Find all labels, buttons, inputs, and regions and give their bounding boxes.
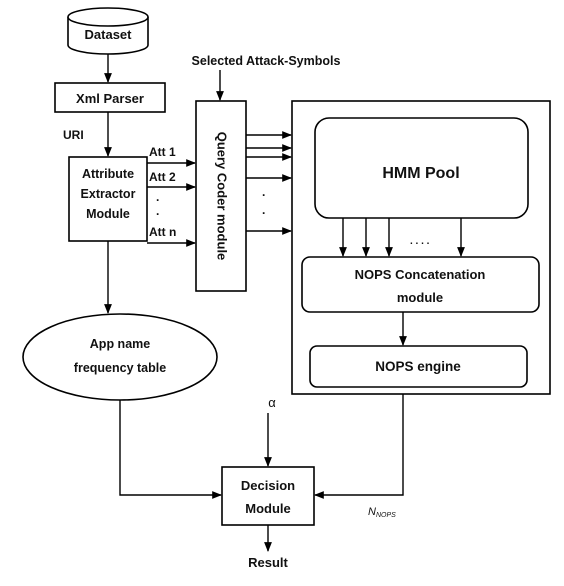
hmm-pool-label: HMM Pool: [382, 165, 459, 182]
qc-dot-1: .: [262, 185, 265, 199]
dataset-node: Dataset: [67, 7, 149, 55]
app-name-line2: frequency table: [74, 361, 166, 375]
app-name-line1: App name: [90, 337, 150, 351]
att-dot-1: .: [156, 190, 159, 204]
n-nops-sub: NOPS: [376, 512, 396, 519]
att1-label: Att 1: [149, 145, 176, 159]
decision-line1: Decision: [241, 478, 295, 493]
nops-concatenation-node: NOPS Concatenation module: [301, 256, 540, 313]
qc-dot-2: .: [262, 203, 265, 217]
decision-line2: Module: [245, 501, 291, 516]
attribute-extractor-line3: Module: [86, 207, 130, 221]
query-coder-label: Query Coder module: [215, 132, 230, 261]
alpha-label: α: [268, 395, 276, 410]
dataset-label: Dataset: [85, 27, 133, 42]
nops-engine-label: NOPS engine: [375, 359, 461, 374]
connectors: [104, 54, 465, 552]
xml-parser-node: Xml Parser: [54, 82, 166, 113]
attribute-extractor-line2: Extractor: [81, 187, 136, 201]
hmm-arrows-dots: . . . .: [410, 236, 430, 247]
selected-attack-symbols-label: Selected Attack-Symbols: [192, 54, 341, 68]
app-name-frequency-table-node: App name frequency table: [22, 313, 218, 401]
uri-label: URI: [63, 128, 84, 142]
result-label: Result: [248, 555, 288, 570]
att-dot-2: .: [156, 204, 159, 218]
nops-concatenation-line1: NOPS Concatenation: [355, 267, 486, 282]
n-nops-label: NNOPS: [368, 506, 396, 519]
xml-parser-label: Xml Parser: [76, 91, 144, 106]
n-nops-main: N: [368, 506, 376, 518]
arrow-engine-to-decision: [314, 394, 404, 499]
attribute-extractor-line1: Attribute: [82, 167, 134, 181]
hmm-pool-node: HMM Pool: [314, 117, 529, 219]
attn-label: Att n: [149, 225, 176, 239]
attribute-extractor-node: Attribute Extractor Module: [68, 156, 148, 242]
nops-engine-node: NOPS engine: [309, 345, 528, 388]
decision-module-node: Decision Module: [221, 466, 315, 526]
att2-label: Att 2: [149, 170, 176, 184]
query-coder-node: Query Coder module: [195, 100, 247, 292]
nops-concatenation-line2: module: [397, 290, 443, 305]
arrow-table-to-decision: [119, 400, 222, 499]
